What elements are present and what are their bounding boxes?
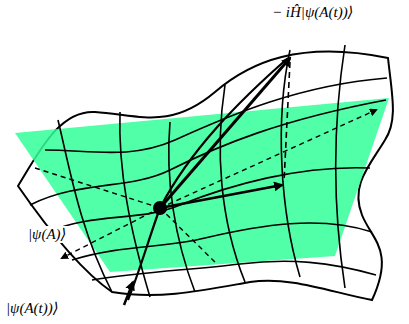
projection-line: [284, 62, 290, 182]
trajectory-label: |ψ(A(t))⟩: [4, 300, 61, 317]
point-label: |ψ(A)⟩: [26, 226, 68, 243]
state-point: [153, 201, 167, 215]
hamiltonian-vector: [160, 58, 290, 208]
tangent-plane: [15, 98, 389, 272]
trajectory-arrow: [124, 282, 133, 305]
plane-axes: [35, 110, 376, 262]
trajectory-curve: [128, 58, 288, 300]
operator-label: − iĤ|ψ(A(t))⟩: [270, 4, 355, 21]
surface-grid: [30, 45, 387, 297]
projected-vector: [160, 185, 282, 208]
